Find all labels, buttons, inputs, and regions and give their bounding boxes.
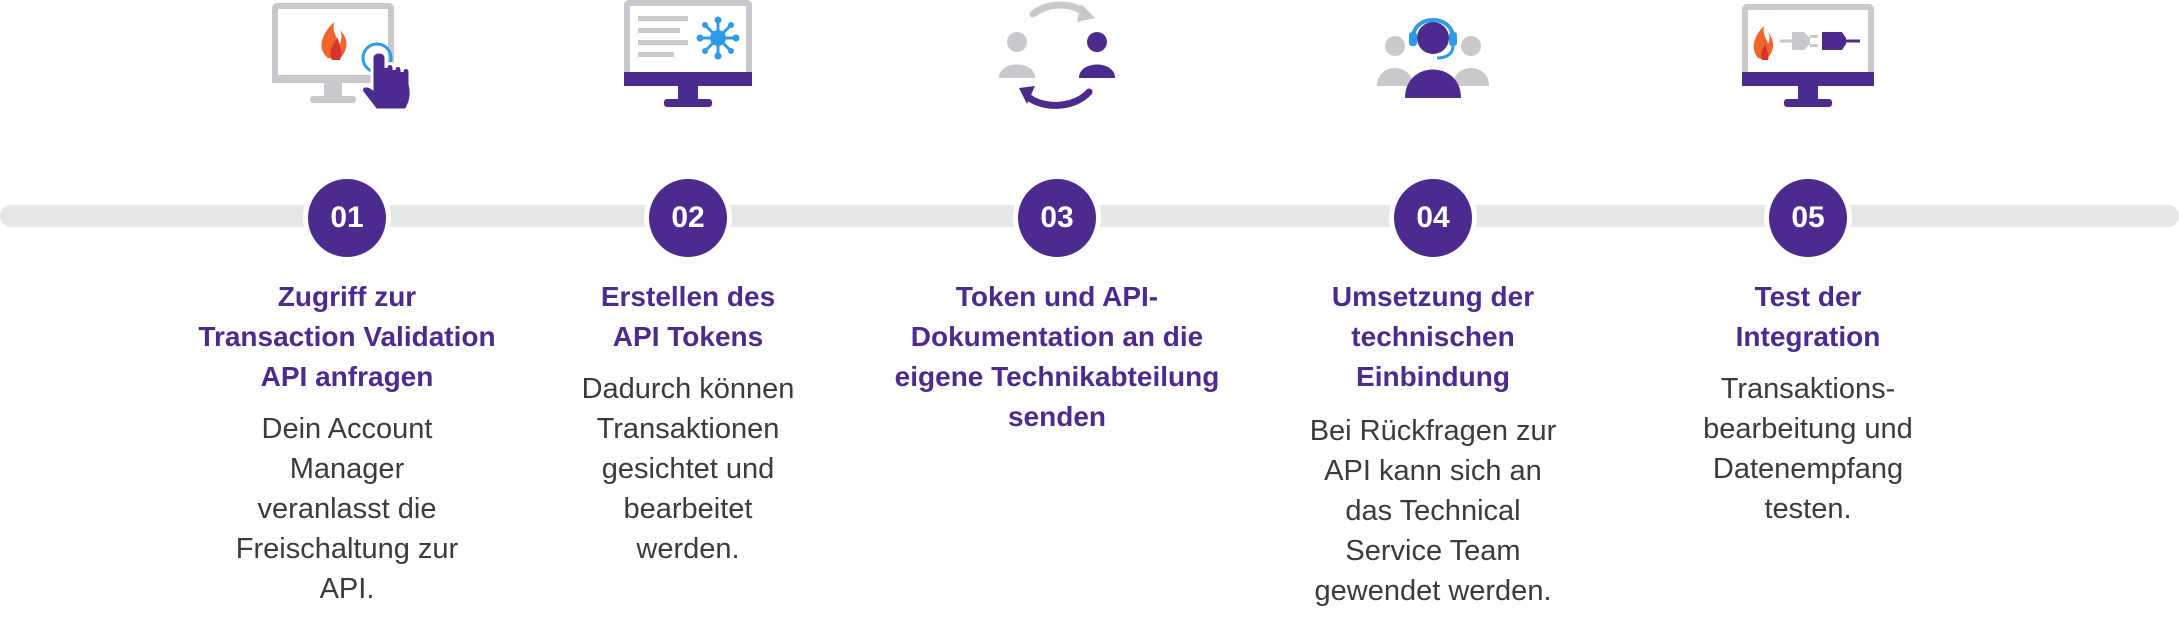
monitor-flame-plug-icon xyxy=(1742,4,1874,107)
step-title: Umsetzung der technischen Einbindung xyxy=(1331,281,1535,392)
step-number: 01 xyxy=(303,174,391,262)
users-exchange-icon xyxy=(999,1,1115,109)
support-headset-team-icon xyxy=(1377,18,1489,98)
step-3: 03 Token und API- Dokumentation an die e… xyxy=(857,0,1257,629)
step-title: Erstellen des API Tokens xyxy=(600,281,776,352)
step-1: 01 Zugriff zur Transaction Validation AP… xyxy=(147,0,547,629)
step-title: Zugriff zur Transaction Validation API a… xyxy=(198,281,496,392)
step-2: 02 Erstellen des API Tokens Dadurch könn… xyxy=(488,0,888,629)
step-number: 05 xyxy=(1764,174,1852,262)
step-description: Transaktions- bearbeitung und Datenempfa… xyxy=(1703,373,1913,525)
step-description: Bei Rückfragen zur API kann sich an das … xyxy=(1309,415,1557,607)
monitor-flame-hand-icon xyxy=(272,3,413,112)
step-title: Token und API- Dokumentation an die eige… xyxy=(894,281,1220,432)
step-title: Test der Integration xyxy=(1735,281,1881,352)
step-number: 04 xyxy=(1389,174,1477,262)
step-number: 03 xyxy=(1013,174,1101,262)
step-5: 05 Test der Integration Transaktions- be… xyxy=(1608,0,2008,629)
step-description: Dadurch können Transaktionen gesichtet u… xyxy=(581,373,795,565)
step-4: 04 Umsetzung der technischen Einbindung … xyxy=(1233,0,1633,629)
monitor-network-icon xyxy=(624,0,752,107)
step-number: 02 xyxy=(644,174,732,262)
step-description: Dein Account Manager veranlasst die Frei… xyxy=(235,413,459,605)
